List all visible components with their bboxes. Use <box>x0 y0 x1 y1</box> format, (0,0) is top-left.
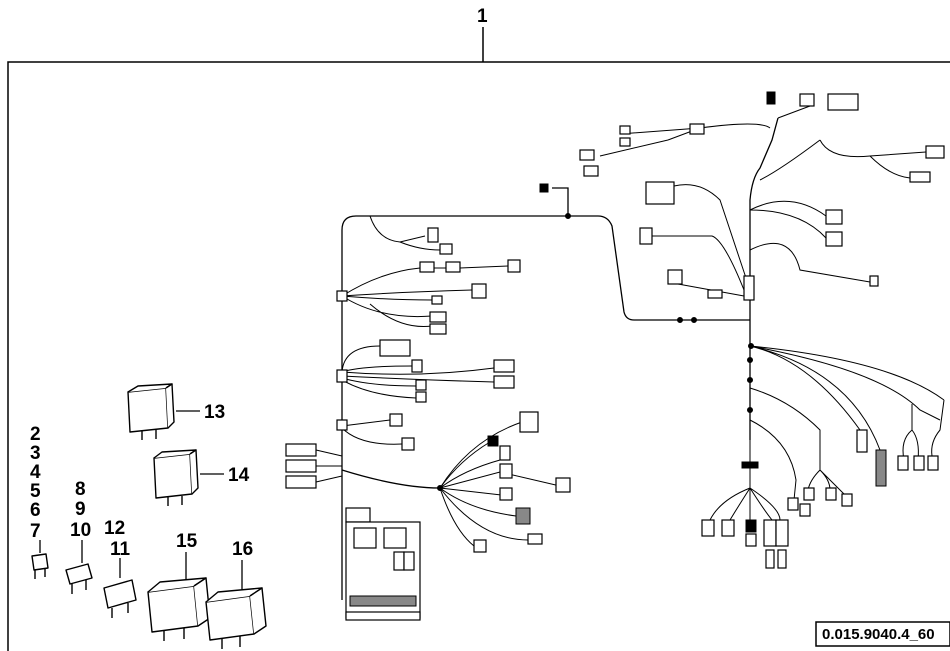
reference-code-box: 0.015.9040.4_60 <box>815 621 950 647</box>
callout-6-label: 6 <box>30 500 41 521</box>
callout-7-label: 7 <box>30 521 41 542</box>
callout-4-label: 4 <box>30 462 41 483</box>
reference-code: 0.015.9040.4_60 <box>822 626 935 643</box>
callout-11-label: 11 <box>110 539 131 560</box>
callout-8-label: 8 <box>75 479 86 500</box>
wiring-harness <box>285 91 945 621</box>
callout-10-label: 10 <box>70 520 91 541</box>
callout-5-label: 5 <box>30 481 41 502</box>
maxi-fuse <box>103 579 137 618</box>
mini-fuse <box>31 553 49 579</box>
callout-1-label: 1 <box>477 6 488 27</box>
callout-9-label: 9 <box>75 499 86 520</box>
callout-14-label: 14 <box>228 465 250 486</box>
callout-16-label: 16 <box>232 539 253 560</box>
relay-13: 13 <box>127 383 225 440</box>
callout-11-12: 12 11 <box>104 518 131 578</box>
callout-2-label: 2 <box>30 424 41 445</box>
relay-14: 14 <box>153 449 250 506</box>
callout-1: 1 <box>477 6 488 62</box>
callout-2-7: 2 3 4 5 6 7 <box>30 424 41 553</box>
relay-15: 15 <box>147 531 211 641</box>
callout-12-label: 12 <box>104 518 125 539</box>
callout-3-label: 3 <box>30 443 41 464</box>
callout-15-label: 15 <box>176 531 198 552</box>
assembly-frame <box>7 61 950 651</box>
callout-8-10: 8 9 10 <box>70 479 91 563</box>
callout-13-label: 13 <box>204 402 225 423</box>
relay-16: 16 <box>205 539 267 649</box>
standard-fuse <box>65 563 93 594</box>
